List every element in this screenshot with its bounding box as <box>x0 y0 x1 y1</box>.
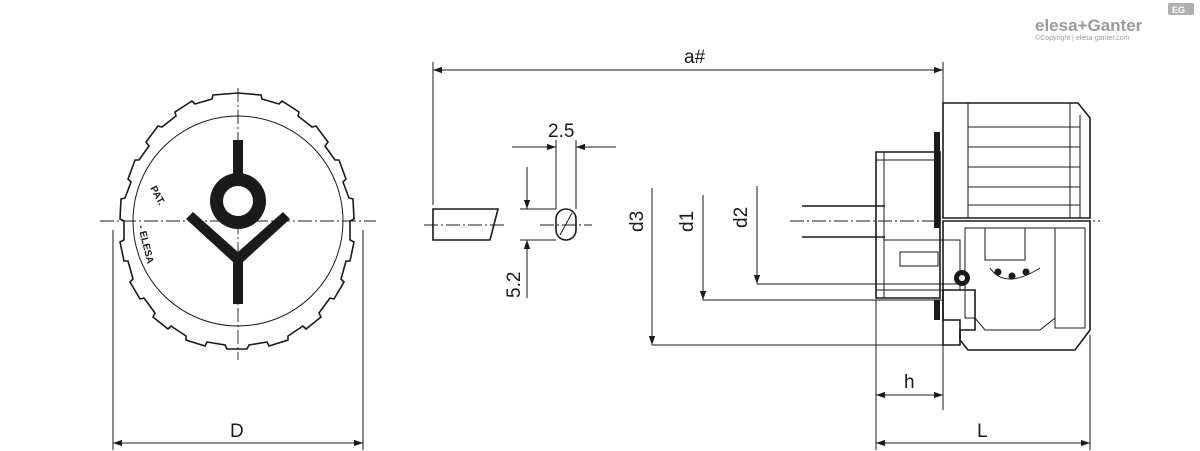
knob-front-view: PAT. - ELESA <box>100 88 376 360</box>
dimension-label-a: a# <box>684 47 706 68</box>
brand-logo: elesa+Ganter ©Copyright | elesa-ganter.c… <box>1035 3 1194 42</box>
knob-marking-left: PAT. <box>147 184 166 207</box>
dimension-label-h: h <box>904 372 915 393</box>
dimension-label-L: L <box>977 421 988 442</box>
dimension-d2: d2 <box>731 186 960 285</box>
washer-bottom <box>934 300 940 320</box>
dimension-label-d3: d3 <box>627 211 648 232</box>
dimension-label-D: D <box>230 421 244 442</box>
knob-outer-knurl <box>119 92 355 350</box>
knob-body-upper <box>942 102 1091 219</box>
knob-body-section <box>942 220 1091 351</box>
brand-badge: EG <box>1172 5 1185 15</box>
dimension-2.5: 2.5 <box>512 121 616 209</box>
dimension-d1: d1 <box>677 195 943 301</box>
dimension-h: h <box>875 300 944 450</box>
dimension-L: L <box>876 335 1091 450</box>
dimension-a: a# <box>432 47 944 205</box>
spring-icon <box>984 227 1041 280</box>
dimension-label-d2: d2 <box>731 207 752 228</box>
dimension-label-5.2: 5.2 <box>504 272 525 298</box>
brand-badge-box <box>1168 3 1194 15</box>
spindle-section <box>883 239 961 291</box>
dimension-d3: d3 <box>627 188 943 346</box>
washer-top <box>934 132 940 228</box>
brand-name: elesa+Ganter <box>1035 16 1143 35</box>
slot-section <box>540 208 592 241</box>
cap-insert <box>1054 227 1086 329</box>
panel-plate <box>875 151 941 299</box>
dimension-label-2.5: 2.5 <box>548 121 574 142</box>
knob-marking-right: - ELESA <box>135 224 155 265</box>
brand-copyright: ©Copyright | elesa-ganter.com <box>1035 34 1130 42</box>
shaft-stub <box>424 208 505 241</box>
knob-side-section <box>790 102 1100 351</box>
elesa-symbol-icon <box>186 140 290 304</box>
dimension-D: D <box>112 230 364 450</box>
dimension-label-d1: d1 <box>677 211 698 232</box>
dimension-5.2: 5.2 <box>504 167 556 298</box>
